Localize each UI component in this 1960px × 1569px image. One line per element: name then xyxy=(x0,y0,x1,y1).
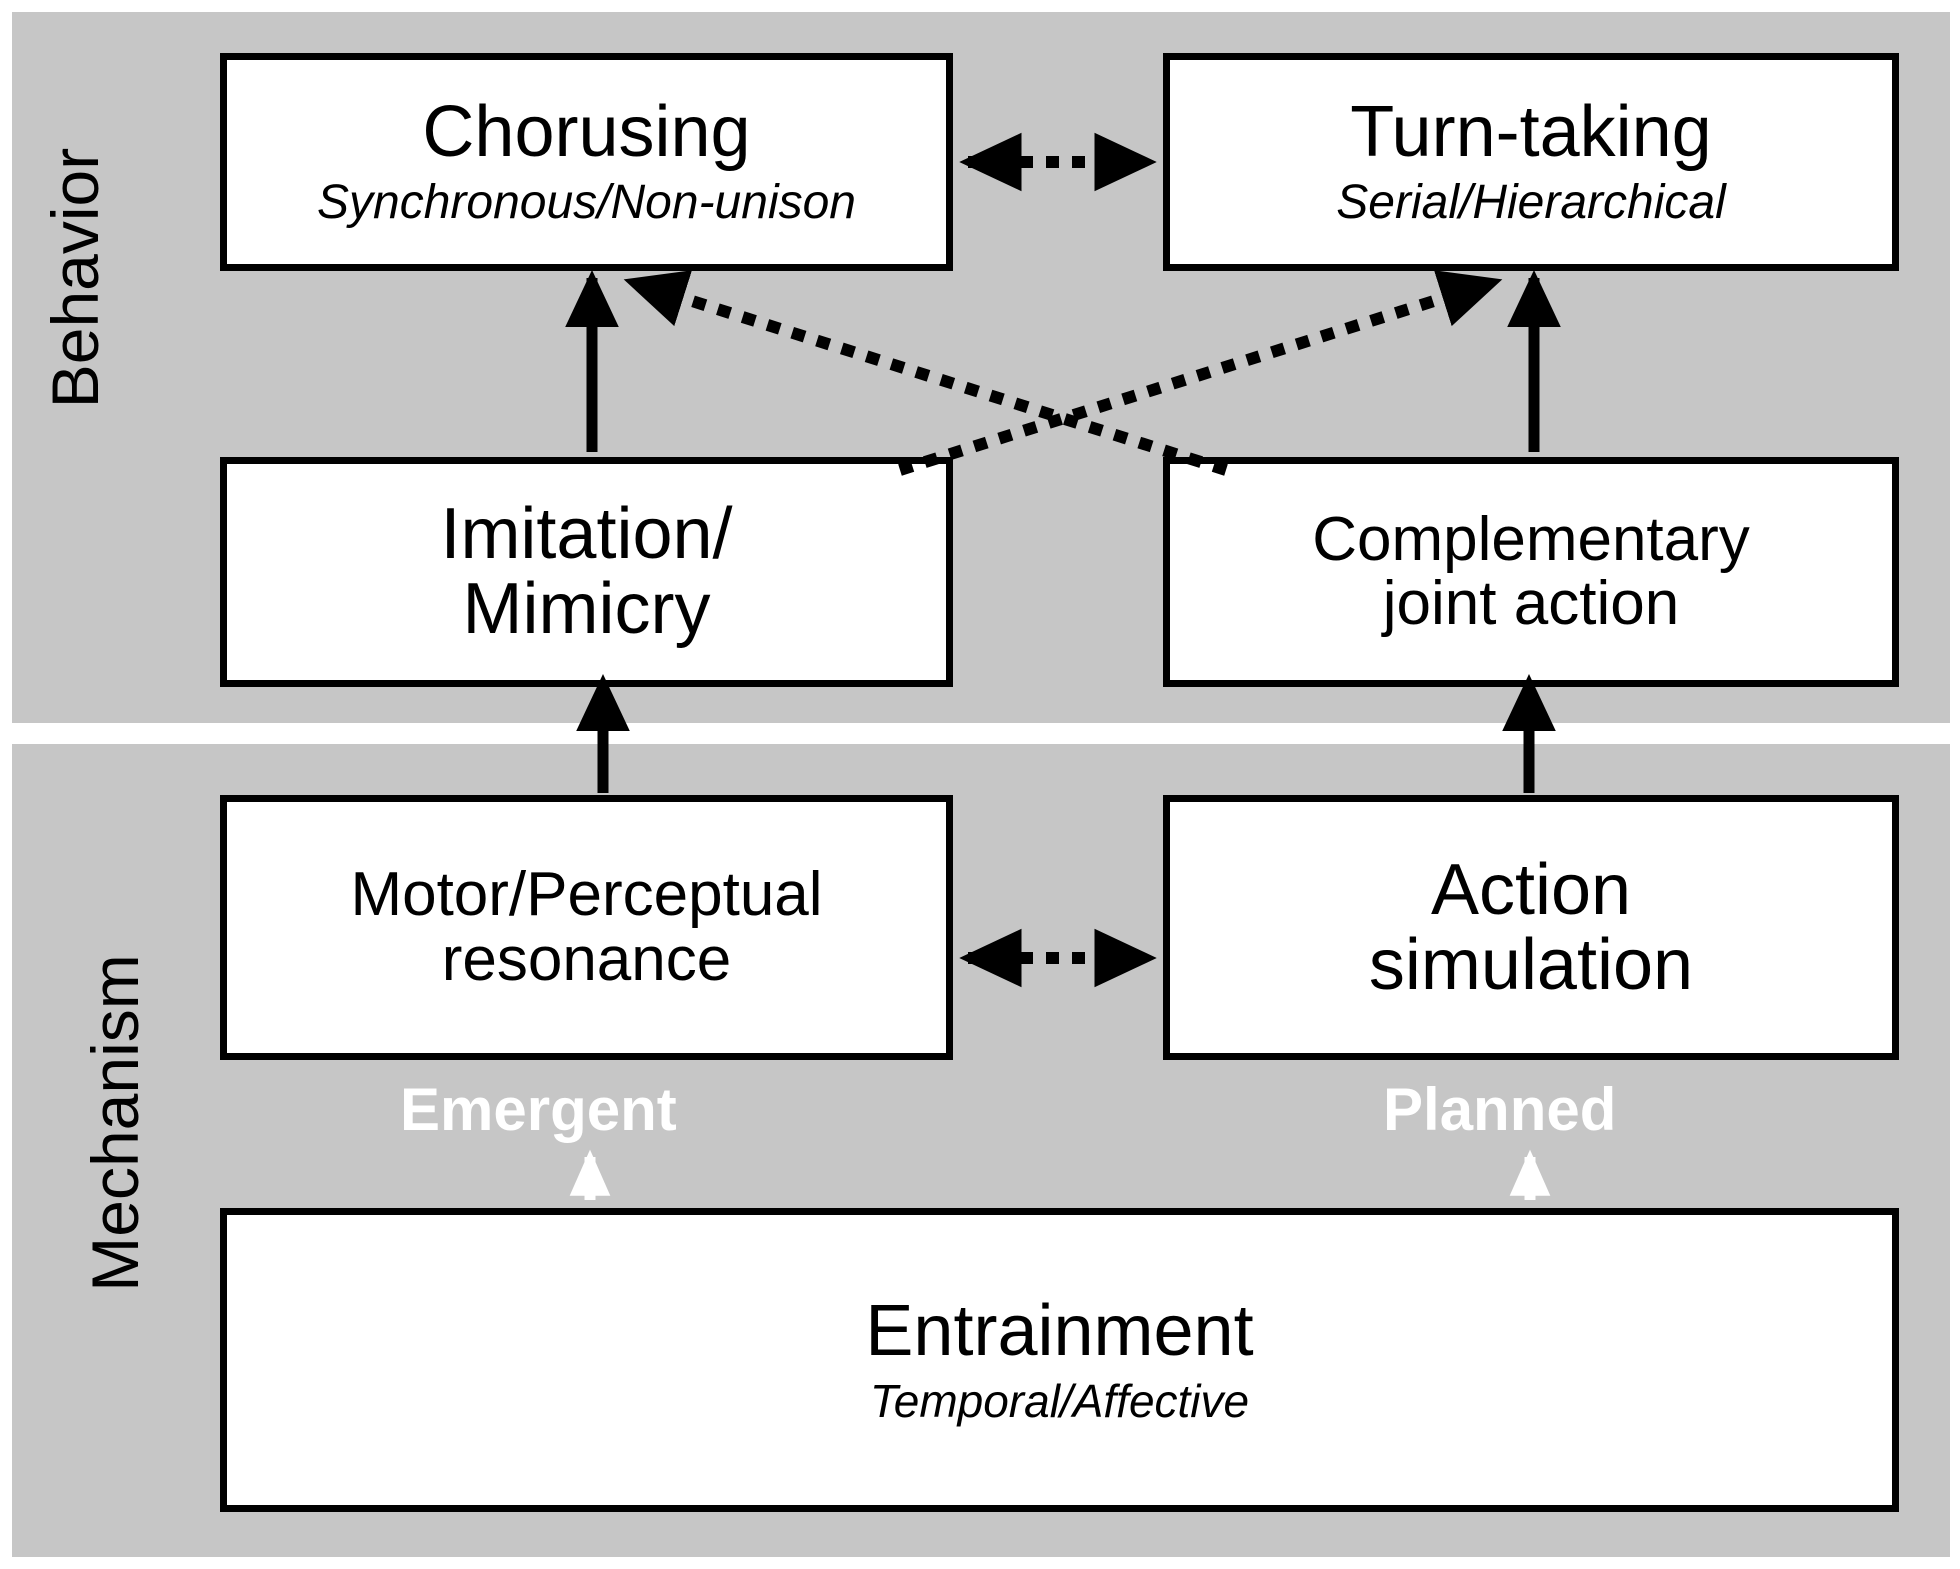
node-complementary-joint-action-title: Complementary joint action xyxy=(1312,504,1750,638)
node-entrainment-subtitle: Temporal/Affective xyxy=(869,1375,1250,1428)
node-action-simulation[interactable]: Action simulation xyxy=(1163,795,1899,1060)
node-entrainment-title: Entrainment xyxy=(865,1291,1254,1372)
node-chorusing-title: Chorusing xyxy=(422,92,751,173)
node-motor-perceptual-resonance-title: Motor/Perceptual resonance xyxy=(350,860,823,994)
route-label-planned: Planned xyxy=(1383,1076,1617,1143)
node-entrainment[interactable]: Entrainment Temporal/Affective xyxy=(220,1208,1899,1512)
node-motor-perceptual-resonance[interactable]: Motor/Perceptual resonance xyxy=(220,795,953,1060)
node-chorusing[interactable]: Chorusing Synchronous/Non-unison xyxy=(220,53,953,271)
node-imitation-mimicry-title: Imitation/ Mimicry xyxy=(440,494,733,649)
node-action-simulation-title: Action simulation xyxy=(1368,849,1694,1005)
node-complementary-joint-action[interactable]: Complementary joint action xyxy=(1163,457,1899,687)
node-turn-taking[interactable]: Turn-taking Serial/Hierarchical xyxy=(1163,53,1899,271)
node-turn-taking-subtitle: Serial/Hierarchical xyxy=(1336,176,1726,230)
band-label-behavior: Behavior xyxy=(38,147,112,409)
node-chorusing-subtitle: Synchronous/Non-unison xyxy=(317,176,856,230)
band-label-mechanism: Mechanism xyxy=(78,954,152,1292)
route-label-emergent: Emergent xyxy=(400,1076,677,1143)
node-imitation-mimicry[interactable]: Imitation/ Mimicry xyxy=(220,457,953,687)
node-turn-taking-title: Turn-taking xyxy=(1350,92,1712,173)
